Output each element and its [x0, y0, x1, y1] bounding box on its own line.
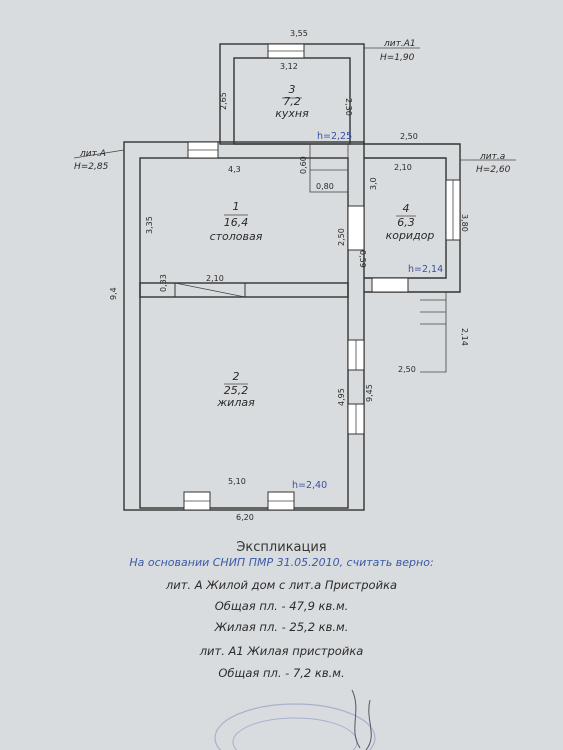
room-3-number: 3: [289, 83, 296, 96]
signature-mark: [351, 689, 372, 750]
dim-kitchen-outer-width: 3,55: [290, 29, 308, 38]
stamp-seal: [214, 703, 376, 750]
dim-house-length: 9,4: [109, 287, 118, 300]
lit-A-height: Н=2,85: [74, 162, 109, 172]
dim-annex-outer-width: 2,50: [400, 132, 418, 141]
room-2-number: 2: [233, 370, 240, 383]
room-2-name: жилая: [216, 396, 255, 409]
annex-walls: [364, 143, 461, 373]
dim-door-250: 2,50: [337, 228, 346, 246]
dim-partition-033: 0,33: [159, 274, 168, 292]
room-2-area: 25,2: [224, 384, 249, 397]
room-4-label: 4 6,3 коридор: [386, 202, 435, 242]
stamp-outer-ring: [214, 703, 376, 750]
dim-room2-width: 5,10: [228, 477, 246, 486]
dim-porch-214: 2,14: [460, 328, 469, 346]
room-1-number: 1: [233, 200, 240, 213]
outer-wall-main: [123, 141, 365, 511]
stamp-inner-ring: [232, 717, 358, 750]
room-4-number: 4: [403, 202, 410, 215]
lit-a1-callout: лит.А1 Н=1,90: [364, 39, 420, 63]
dim-door-210: 2,10: [206, 274, 224, 283]
explication-living-area-a: Жилая пл. - 25,2 кв.м.: [214, 620, 349, 634]
room-4-area: 6,3: [397, 216, 415, 229]
height-kitchen: h=2,25: [317, 131, 352, 142]
porch-outline: [420, 292, 447, 373]
room-4-name: коридор: [386, 229, 435, 242]
height-corridor: h=2,14: [408, 264, 443, 275]
lit-a-name: лит.а: [479, 152, 505, 162]
dim-kitchen-inner-height: 2,30: [344, 98, 353, 116]
inner-wall-main: [139, 157, 349, 509]
explication-total-area-a1: Общая пл. - 7,2 кв.м.: [218, 666, 345, 680]
room-3-label: 3 7,2 кухня: [275, 83, 309, 120]
explication-total-area-a: Общая пл. - 47,9 кв.м.: [214, 599, 349, 613]
height-living: h=2,40: [292, 480, 327, 491]
dim-house-width: 6,20: [236, 513, 254, 522]
lit-A-callout: лит.А Н=2,85: [73, 149, 125, 172]
door-swing-1-2: [174, 282, 246, 298]
room-1-label: 1 16,4 столовая: [210, 200, 263, 243]
room-3-name: кухня: [275, 107, 309, 120]
lit-A-leader: [73, 149, 125, 159]
lit-a1-height: Н=1,90: [380, 53, 415, 63]
dim-room1-height: 3,35: [145, 216, 154, 234]
lit-a-height: Н=2,60: [476, 165, 511, 175]
lit-a1-name: лит.А1: [383, 39, 416, 49]
dim-annex-30: 3,0: [369, 177, 378, 190]
explication-title: Экспликация: [236, 540, 327, 555]
room-1-name: столовая: [210, 230, 263, 243]
dim-kitchen-inner-width: 3,12: [280, 62, 298, 71]
lit-A-name: лит.А: [79, 149, 106, 159]
dim-lobby-080: 0,80: [316, 182, 334, 191]
dim-annex-height: 3,80: [460, 214, 469, 232]
kitchen-walls: [219, 43, 365, 145]
dim-room2-height: 4,95: [337, 388, 346, 406]
explication-line-lit-a: лит. А Жилой дом с лит.а Пристройка: [165, 578, 398, 592]
room-2-label: 2 25,2 жилая: [216, 370, 255, 409]
dim-porch-250: 2,50: [398, 365, 416, 374]
main-house-walls: [123, 141, 365, 511]
main-windows: [183, 141, 365, 511]
door-corridor: [371, 277, 409, 293]
dimensions: 3,55 3,12 2,65 2,30 2,50 2,10 4,3 0,60 0…: [109, 29, 469, 522]
lit-a-callout: лит.а Н=2,60: [460, 152, 516, 175]
explication-note: На основании СНИП ПМР 31.05.2010, считат…: [129, 556, 434, 569]
lobby-block: [309, 143, 349, 193]
dim-house-length-right: 9,45: [365, 384, 374, 402]
explication-line-lit-a1: лит. А1 Жилая пристройка: [199, 644, 364, 658]
door-opening-1-2: [174, 282, 246, 298]
dim-kitchen-outer-height: 2,65: [219, 92, 228, 110]
dim-annex-inner-width: 2,10: [394, 163, 412, 172]
dim-room1-width-part: 4,3: [228, 165, 241, 174]
room-1-area: 16,4: [224, 216, 249, 229]
dim-lobby-060: 0,60: [299, 156, 308, 174]
door-room1-corridor: [347, 205, 365, 251]
dim-wall-059: 0,59: [358, 250, 367, 268]
